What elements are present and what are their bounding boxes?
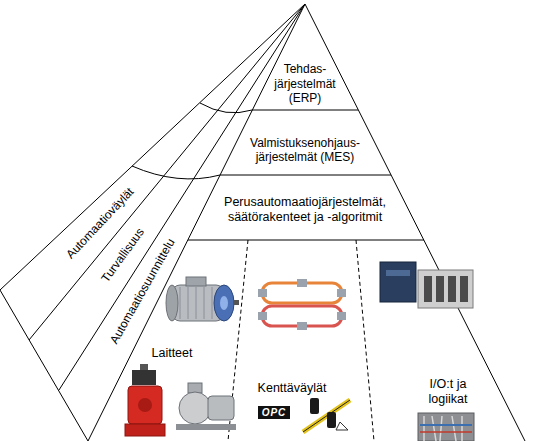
plc-picture <box>380 262 473 308</box>
plc-picture-part <box>460 276 468 302</box>
motor-picture-part <box>233 300 239 305</box>
devices-section: Laitteet <box>137 346 207 361</box>
motor-picture <box>166 277 239 321</box>
io-section: I/O:t ja logiikat <box>417 377 479 407</box>
node-text: Tehdas- järjestelmät (ERP) <box>264 62 346 105</box>
plc-picture-part <box>418 270 473 308</box>
fieldbus-picture-part <box>297 279 307 287</box>
pyramid-outline-part <box>252 110 358 111</box>
valve-picture-part <box>128 386 162 424</box>
node-text: Kenttäväylät <box>247 381 337 396</box>
fieldbus-section: Kenttäväylät <box>247 381 337 396</box>
logo-text: OPC <box>258 406 291 419</box>
cabinet-picture-part <box>420 424 472 426</box>
plc-picture-part <box>448 276 456 302</box>
valve-picture <box>125 364 165 436</box>
control-band: Perusautomaatiojärjestelmät, säätörakent… <box>203 195 408 225</box>
cabinet-picture <box>418 413 474 441</box>
plc-picture-part <box>380 262 416 302</box>
pyramid-outline-part <box>29 4 305 340</box>
motor-picture-part <box>180 287 212 319</box>
cabinet-picture-part <box>424 416 462 441</box>
mes-band: Valmistuksenohjaus- järjestelmät (MES) <box>235 136 375 165</box>
motor-picture-part <box>214 285 234 321</box>
motor-picture-part <box>220 296 228 310</box>
fieldbus-picture <box>258 279 346 330</box>
pyramid-outline-part <box>200 103 252 113</box>
cabinet-picture-part <box>420 431 472 433</box>
node-text: Turvallisuus <box>98 225 147 285</box>
connector-picture-part <box>336 422 348 430</box>
pyramid-outline-part <box>220 175 391 176</box>
valve-picture-part <box>132 370 156 385</box>
node-text: Laitteet <box>137 346 207 361</box>
pump-picture-part <box>179 392 211 424</box>
node-text: I/O:t ja logiikat <box>417 377 479 407</box>
valve-picture-part <box>125 424 165 436</box>
node-text: Valmistuksenohjaus- järjestelmät (MES) <box>235 136 375 165</box>
fieldbus-picture-part <box>258 312 267 320</box>
connector-picture-part <box>310 398 319 414</box>
fieldbus-picture-part <box>297 322 307 330</box>
valve-picture-part <box>138 398 152 412</box>
plc-picture-part <box>436 276 444 302</box>
fieldbus-picture-part <box>337 289 346 297</box>
connector-picture <box>303 398 350 432</box>
section-divider-part <box>356 240 374 441</box>
pyramid-outline-part <box>188 240 424 241</box>
plc-picture-part <box>386 270 410 276</box>
pyramid-outline-part <box>132 166 220 179</box>
erp-band: Tehdas- järjestelmät (ERP) <box>264 62 346 105</box>
pyramid-outline <box>0 4 525 441</box>
motor-picture-part <box>166 285 178 321</box>
side-strip: Turvallisuus <box>98 225 147 285</box>
plc-picture-part <box>424 276 432 302</box>
connector-picture-part <box>327 412 336 428</box>
fieldbus-picture-part <box>258 289 267 297</box>
section-divider <box>228 240 374 441</box>
pump-picture-part <box>176 424 236 430</box>
fieldbus-picture-part <box>337 312 346 320</box>
node-text: Perusautomaatiojärjestelmät, säätörakent… <box>203 195 408 225</box>
pump-picture-part <box>208 396 234 420</box>
motor-picture-part <box>186 277 206 286</box>
cabinet-picture-part <box>418 413 474 441</box>
pump-picture <box>176 383 236 430</box>
